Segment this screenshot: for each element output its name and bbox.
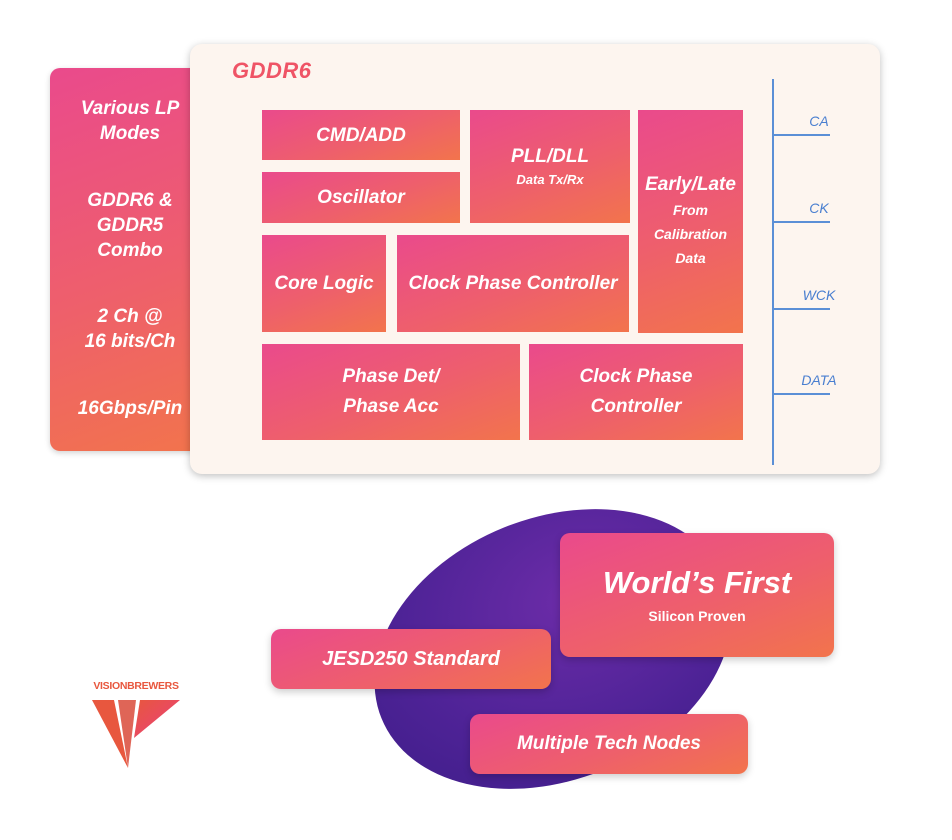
block-cmd-add: CMD/ADD xyxy=(262,110,460,160)
block-core-logic: Core Logic xyxy=(262,235,386,332)
signal-label-wck: WCK xyxy=(802,287,836,303)
block-phase-det-line-2: Phase Acc xyxy=(343,396,439,417)
block-early-late: Early/Late From Calibration Data xyxy=(638,110,743,333)
badge-tech-nodes-label: Multiple Tech Nodes xyxy=(516,733,702,754)
signal-line-ck xyxy=(774,221,830,223)
feature-channels: 2 Ch @ 16 bits/Ch xyxy=(84,306,176,353)
visionbrewers-logo: VISIONBREWERS xyxy=(84,680,188,770)
block-early-late-line-2: Calibration xyxy=(653,226,728,242)
block-early-late-line-3: Data xyxy=(675,250,706,266)
signal-line-data xyxy=(774,393,830,395)
feature-lp-modes: Various LP Modes xyxy=(80,98,180,144)
badge-worlds-first: World’s First Silicon Proven xyxy=(560,533,834,657)
block-oscillator: Oscillator xyxy=(262,172,460,223)
signal-label-ck: CK xyxy=(809,200,829,216)
feature-panel: Various LP Modes GDDR6 & GDDR5 Combo 2 C… xyxy=(50,68,210,451)
block-oscillator-label: Oscillator xyxy=(317,187,405,208)
block-early-late-label: Early/Late xyxy=(645,174,736,195)
feature-gddr-combo: GDDR6 & GDDR5 Combo xyxy=(87,189,173,261)
logo-text: VISIONBREWERS xyxy=(93,680,179,692)
signal-label-ca: CA xyxy=(809,113,829,129)
signal-line-ca xyxy=(774,134,830,136)
block-phase-det: Phase Det/ Phase Acc xyxy=(262,344,520,440)
block-pll-dll-label: PLL/DLL xyxy=(510,146,590,167)
signal-label-data: DATA xyxy=(801,372,837,388)
badge-jesd250-label: JESD250 Standard xyxy=(322,647,500,670)
block-pll-dll: PLL/DLL Data Tx/Rx xyxy=(470,110,630,223)
badge-tech-nodes: Multiple Tech Nodes xyxy=(470,714,748,774)
badge-silicon-proven: Silicon Proven xyxy=(648,608,746,624)
block-clock-phase-ctrl-line-2: Controller xyxy=(590,396,682,417)
feature-data-rate: 16Gbps/Pin xyxy=(77,397,183,419)
block-cmd-add-label: CMD/ADD xyxy=(316,124,406,146)
block-clock-phase-controller: Clock Phase Controller xyxy=(397,235,629,332)
block-phase-det-line-1: Phase Det/ xyxy=(342,366,440,387)
block-core-logic-label: Core Logic xyxy=(274,273,374,294)
block-pll-dll-sub: Data Tx/Rx xyxy=(516,172,584,187)
badge-jesd250: JESD250 Standard xyxy=(271,629,551,689)
block-clock-phase-controller-label: Clock Phase Controller xyxy=(408,273,618,294)
block-early-late-line-1: From xyxy=(673,202,708,218)
block-clock-phase-ctrl-lower: Clock Phase Controller xyxy=(529,344,743,440)
chip-title: GDDR6 xyxy=(232,58,312,83)
signal-bus-line xyxy=(772,79,774,465)
logo-mark-icon xyxy=(92,700,180,768)
block-clock-phase-ctrl-line-1: Clock Phase xyxy=(579,366,693,387)
signal-line-wck xyxy=(774,308,830,310)
badge-worlds-first-title: World’s First xyxy=(602,565,792,600)
